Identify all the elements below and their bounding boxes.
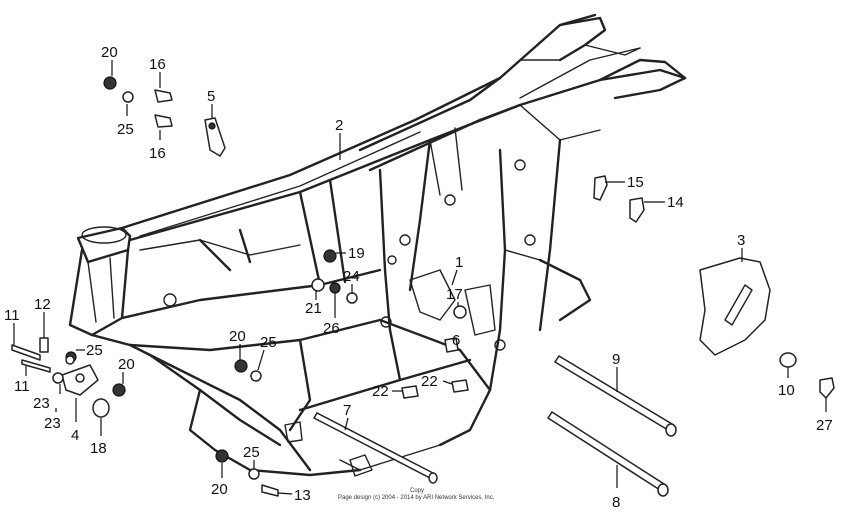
callout-1: 1	[455, 254, 463, 271]
callout-4: 4	[71, 427, 79, 444]
callout-25: 25	[243, 444, 260, 461]
callout-20: 20	[229, 328, 246, 345]
part-16-bolt-a	[154, 89, 173, 103]
callout-25: 25	[117, 121, 134, 138]
part-5-bracket	[204, 117, 226, 157]
down-tube	[120, 268, 382, 320]
callout-11: 11	[4, 307, 20, 324]
callout-22: 22	[372, 383, 389, 400]
callout-26: 26	[323, 320, 340, 337]
callout-10: 10	[778, 382, 795, 399]
callout-16: 16	[149, 145, 166, 162]
callout-24: 24	[343, 268, 360, 285]
part-3-cover	[699, 257, 771, 356]
frame-body	[68, 13, 687, 477]
part-6-clamp	[444, 337, 459, 353]
callout-20: 20	[211, 481, 228, 498]
callout-22: 22	[421, 373, 438, 390]
part-17-grommet	[453, 305, 467, 319]
copyright-line-2: Page design (c) 2004 - 2014 by ARI Netwo…	[338, 495, 495, 501]
callout-20: 20	[101, 44, 118, 61]
callout-25: 25	[86, 342, 103, 359]
part-23-washer	[52, 372, 64, 384]
part-19-nut	[323, 249, 337, 263]
callout-17: 17	[446, 286, 463, 303]
callout-2: 2	[335, 117, 343, 134]
part-13-bolt	[261, 484, 279, 497]
part-22-clip-a	[401, 385, 419, 399]
part-15-bolt	[593, 175, 608, 201]
part-11-bolt	[11, 344, 41, 361]
callout-11: 11	[14, 378, 30, 395]
steering-head	[76, 226, 132, 264]
callout-3: 3	[737, 232, 745, 249]
part-26-nut	[329, 282, 341, 294]
part-20-nut-b	[112, 383, 126, 397]
callout-23: 23	[33, 395, 50, 412]
part-22-clip-b	[451, 379, 469, 393]
callout-21: 21	[305, 300, 322, 317]
part-27-bolt	[819, 377, 835, 399]
part-10-nut	[779, 352, 797, 368]
callout-16: 16	[149, 56, 166, 73]
part-12-bolt	[39, 337, 49, 353]
part-7-rod	[312, 412, 435, 479]
callout-labels: 20 16 25 16 5 2 15 14 3 19 24 21 26 1 17…	[4, 44, 833, 511]
part-14-bolt	[629, 197, 645, 223]
part-24-washer	[346, 292, 358, 304]
callout-12: 12	[34, 296, 51, 313]
callout-13: 13	[294, 487, 311, 504]
lower-cradle	[128, 343, 312, 472]
callout-18: 18	[90, 440, 107, 457]
part-25-washer-a	[122, 91, 134, 103]
part-25-washer-d	[248, 468, 260, 480]
callout-14: 14	[667, 194, 684, 211]
part-25-washer-c	[250, 370, 262, 382]
part-20-nut-d	[215, 449, 229, 463]
callout-23: 23	[44, 415, 61, 432]
part-20-nut-c	[234, 359, 248, 373]
part-18-cap	[92, 398, 110, 418]
part-16-bolt-b	[154, 114, 173, 128]
part-21-grommet	[311, 278, 325, 292]
top-rail-left	[120, 13, 597, 230]
callout-27: 27	[816, 417, 833, 434]
callout-15: 15	[627, 174, 644, 191]
callout-8: 8	[612, 494, 620, 511]
callout-25: 25	[260, 334, 277, 351]
leader-lines	[13, 60, 827, 495]
callout-7: 7	[343, 402, 351, 419]
callout-9: 9	[612, 351, 620, 368]
callout-6: 6	[452, 332, 460, 349]
copyright-line-1: Copy	[410, 488, 424, 494]
part-20-nut-a	[103, 76, 117, 90]
part-25-washer-b	[65, 355, 75, 365]
callout-20: 20	[118, 356, 135, 373]
callout-19: 19	[348, 245, 365, 262]
callout-5: 5	[207, 88, 215, 105]
part-8-rod	[546, 410, 666, 492]
